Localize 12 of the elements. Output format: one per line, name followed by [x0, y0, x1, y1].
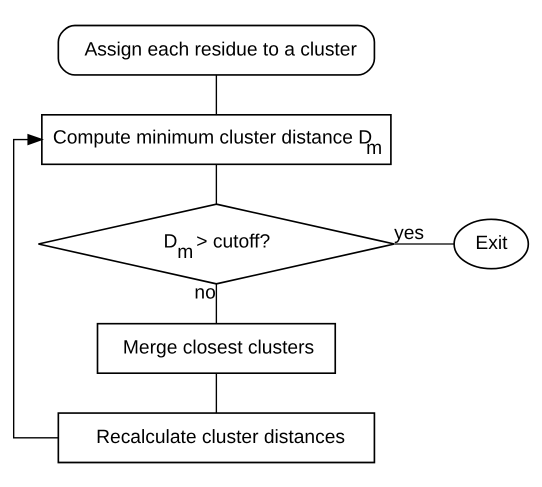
- arrow: [12, 133, 58, 438]
- node-box: Merge closest clusters: [96, 322, 336, 374]
- node-ellipse: Exit: [453, 218, 530, 270]
- edge-label: yes: [394, 222, 424, 244]
- connector: [216, 164, 218, 204]
- connector: [394, 242, 454, 244]
- connector: [216, 372, 218, 413]
- connector: [216, 74, 218, 114]
- node-box: Recalculate cluster distances: [58, 412, 376, 463]
- connector: [216, 284, 218, 323]
- edge-label: no: [194, 282, 216, 303]
- node-box: Assign each residue to a cluster: [58, 24, 376, 76]
